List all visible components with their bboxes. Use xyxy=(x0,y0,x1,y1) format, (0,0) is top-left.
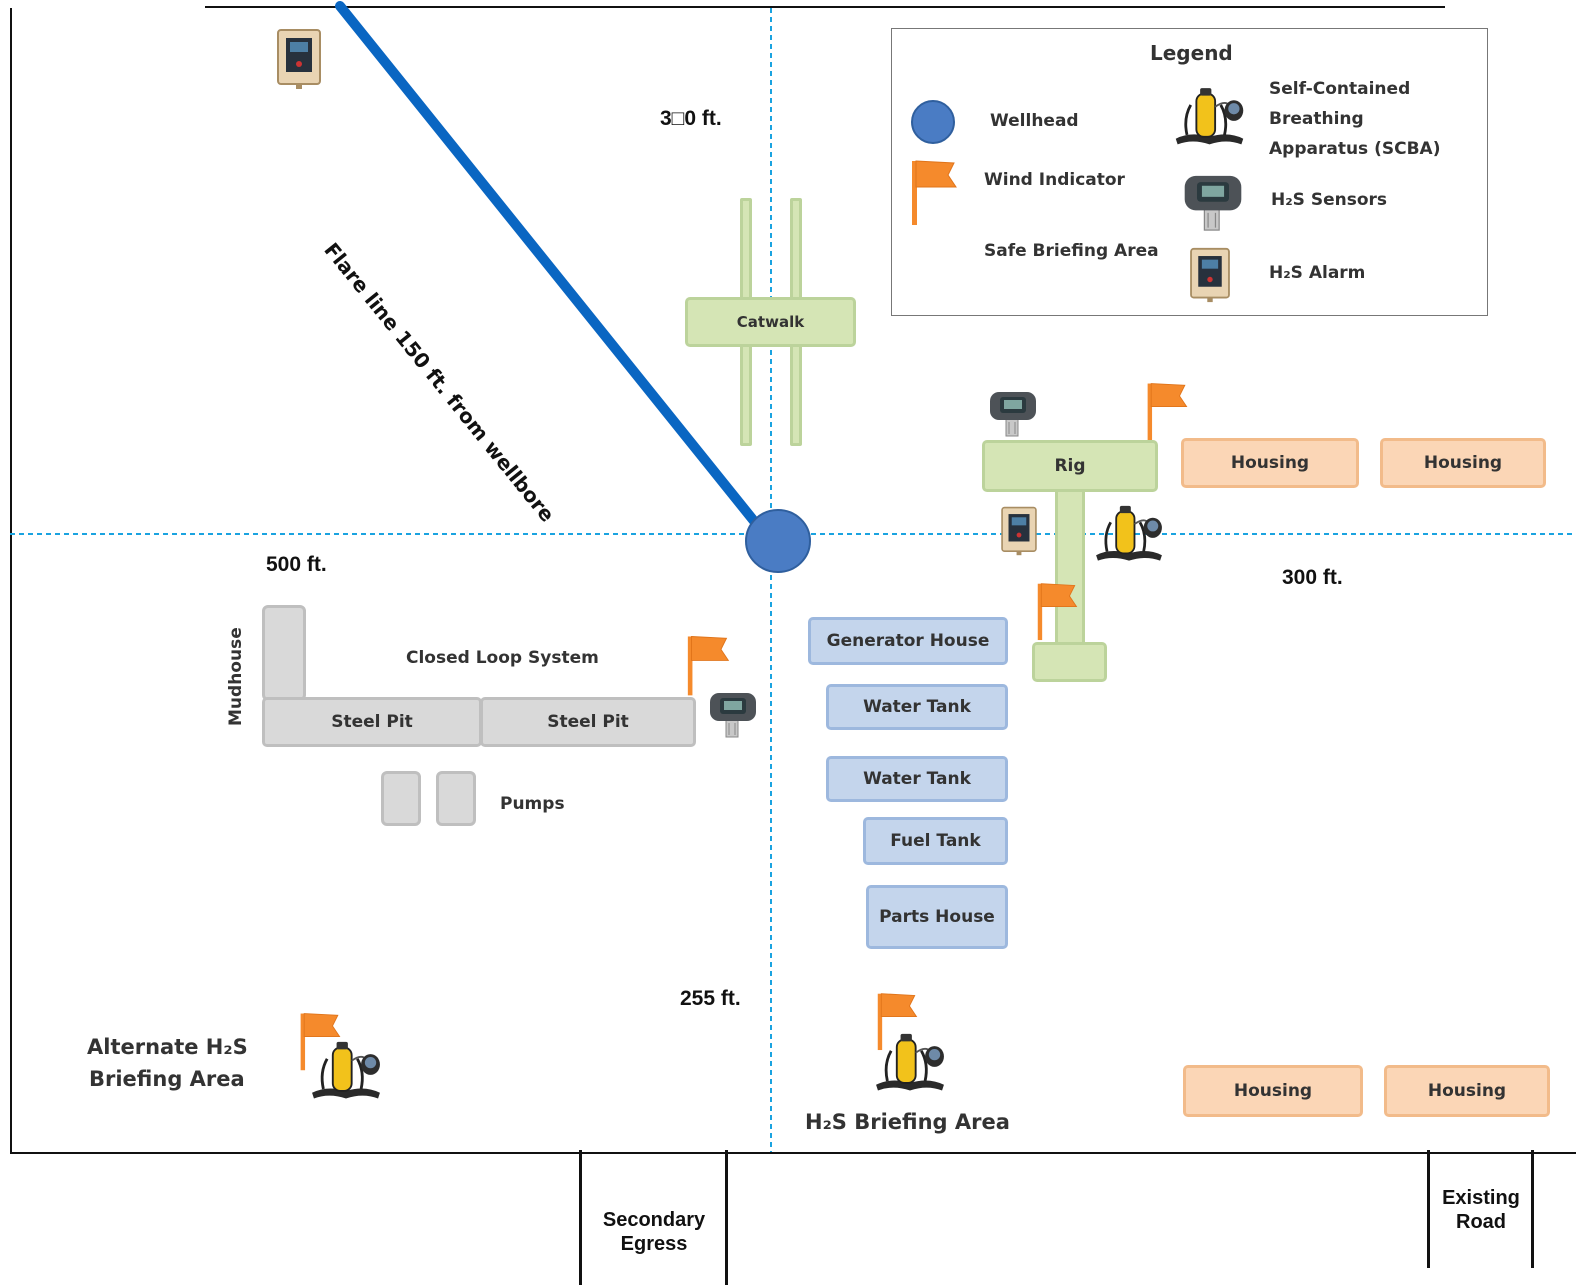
housing: Housing xyxy=(1384,1065,1550,1117)
pump xyxy=(436,771,476,826)
steel-pit: Steel Pit xyxy=(262,697,482,747)
distance-west: 500 ft. xyxy=(266,553,327,576)
site-boundary xyxy=(10,8,1576,1154)
secondary-egress-line1: Secondary xyxy=(602,1209,706,1231)
catwalk: Catwalk xyxy=(685,297,856,347)
legend-title: Legend xyxy=(1150,41,1233,65)
h2s-sensor-icon xyxy=(988,388,1038,440)
generator-house: Generator House xyxy=(808,617,1008,665)
primary-briefing-label: H₂S Briefing Area xyxy=(805,1110,1010,1134)
closed-loop-label: Closed Loop System xyxy=(406,648,599,668)
secondary-egress-left-edge xyxy=(579,1150,582,1285)
existing-road-line2: Road xyxy=(1456,1211,1506,1233)
pump xyxy=(381,771,421,826)
site-top-border xyxy=(205,6,1445,8)
steel-pit: Steel Pit xyxy=(480,697,696,747)
alternate-briefing-line2: Briefing Area xyxy=(89,1067,245,1091)
flare-line xyxy=(335,1,763,531)
mudhouse xyxy=(262,605,306,701)
legend-scba-line1: Self-Contained xyxy=(1269,79,1411,99)
water-tank: Water Tank xyxy=(826,684,1008,730)
legend-scba-line2: Breathing xyxy=(1269,109,1364,129)
scba-icon xyxy=(870,1032,950,1098)
legend-wellhead-label: Wellhead xyxy=(990,111,1079,131)
distance-south: 255 ft. xyxy=(680,987,741,1010)
h2s-alarm-icon xyxy=(1189,247,1231,303)
scba-icon xyxy=(1092,504,1166,568)
wellhead-icon xyxy=(745,509,811,573)
secondary-egress-right-edge xyxy=(725,1150,728,1285)
h2s-sensor-icon xyxy=(1182,171,1244,235)
wellhead-icon xyxy=(911,100,955,144)
alternate-briefing-line1: Alternate H₂S xyxy=(87,1035,248,1059)
pumps-label: Pumps xyxy=(500,794,565,814)
flag-icon xyxy=(1145,380,1191,442)
h2s-alarm-icon xyxy=(1000,506,1038,556)
housing: Housing xyxy=(1181,438,1359,488)
existing-road-line1: Existing xyxy=(1442,1187,1520,1209)
legend: Legend Wellhead Wind Indicator Safe Brie… xyxy=(891,28,1488,316)
existing-road-label: Existing Road xyxy=(1432,1186,1530,1234)
rig-base-pad xyxy=(1032,642,1107,682)
legend-alarm-label: H₂S Alarm xyxy=(1269,263,1366,283)
water-tank: Water Tank xyxy=(826,756,1008,802)
mudhouse-label: Mudhouse xyxy=(226,627,246,726)
distance-north: 3□0 ft. xyxy=(660,107,722,130)
existing-road-left-edge xyxy=(1427,1150,1430,1268)
fuel-tank: Fuel Tank xyxy=(863,817,1008,865)
secondary-egress-label: Secondary Egress xyxy=(584,1208,724,1256)
flag-icon xyxy=(910,157,960,227)
flag-icon xyxy=(1036,580,1080,642)
secondary-egress-line2: Egress xyxy=(620,1233,688,1255)
h2s-alarm-icon xyxy=(276,28,322,90)
scba-icon xyxy=(1172,85,1247,153)
parts-house: Parts House xyxy=(866,885,1008,949)
h2s-sensor-icon xyxy=(708,688,758,742)
rig: Rig xyxy=(982,440,1158,492)
housing: Housing xyxy=(1183,1065,1363,1117)
legend-wind-indicator-label: Wind Indicator xyxy=(984,170,1125,190)
legend-scba-line3: Apparatus (SCBA) xyxy=(1269,139,1441,159)
legend-sensors-label: H₂S Sensors xyxy=(1271,190,1388,210)
legend-safe-briefing-label: Safe Briefing Area xyxy=(984,241,1159,261)
housing: Housing xyxy=(1380,438,1546,488)
scba-icon xyxy=(306,1040,386,1106)
existing-road-right-edge xyxy=(1531,1150,1534,1268)
distance-east: 300 ft. xyxy=(1282,566,1343,589)
